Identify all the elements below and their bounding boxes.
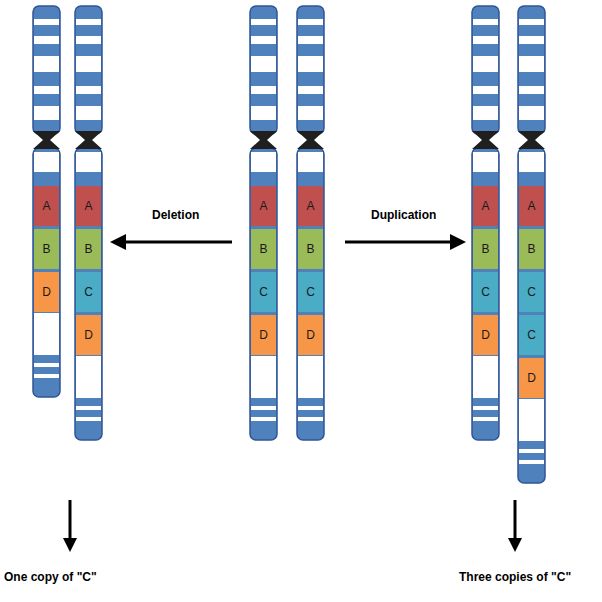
- gene-segment: A: [251, 186, 276, 226]
- gene-letter: C: [84, 286, 93, 298]
- gene-segment: D: [251, 315, 276, 355]
- gene-letter: D: [306, 329, 315, 341]
- gene-segment: C: [76, 272, 101, 312]
- gene-letter: D: [481, 329, 490, 341]
- gene-letter: C: [306, 286, 315, 298]
- gene-letter: B: [84, 243, 92, 255]
- gene-letter: C: [527, 329, 536, 341]
- gene-segment: D: [34, 272, 59, 312]
- gene-segment: B: [34, 229, 59, 269]
- process-label: Deletion: [152, 208, 199, 222]
- result-label: Three copies of "C": [459, 570, 571, 584]
- result-label: One copy of "C": [4, 570, 97, 584]
- gene-segment: C: [298, 272, 323, 312]
- process-label: Duplication: [371, 208, 436, 222]
- gene-letter: C: [259, 286, 268, 298]
- gene-segment: D: [473, 315, 498, 355]
- gene-segment: C: [473, 272, 498, 312]
- gene-letter: B: [481, 243, 489, 255]
- gene-segment: A: [473, 186, 498, 226]
- gene-letter: A: [481, 200, 489, 212]
- gene-segment: B: [298, 229, 323, 269]
- gene-letter: A: [259, 200, 267, 212]
- gene-letter: B: [259, 243, 267, 255]
- gene-letter: B: [527, 243, 535, 255]
- gene-letter: D: [42, 286, 51, 298]
- gene-segment: B: [251, 229, 276, 269]
- gene-letter: A: [84, 200, 92, 212]
- gene-segment: A: [519, 186, 544, 226]
- gene-segment: D: [76, 315, 101, 355]
- gene-letter: A: [42, 200, 50, 212]
- gene-segment: C: [251, 272, 276, 312]
- gene-letter: B: [42, 243, 50, 255]
- gene-letter: B: [306, 243, 314, 255]
- gene-segment: B: [76, 229, 101, 269]
- gene-segment: A: [76, 186, 101, 226]
- gene-segment: B: [473, 229, 498, 269]
- gene-segment: C: [519, 315, 544, 355]
- gene-segment: D: [298, 315, 323, 355]
- gene-segment: B: [519, 229, 544, 269]
- gene-letter: A: [306, 200, 314, 212]
- gene-segment: D: [519, 358, 544, 398]
- gene-letter: C: [527, 286, 536, 298]
- gene-segment: C: [519, 272, 544, 312]
- gene-letter: D: [527, 372, 536, 384]
- gene-segment: A: [34, 186, 59, 226]
- gene-letter: C: [481, 286, 490, 298]
- gene-letter: D: [84, 329, 93, 341]
- gene-segment: A: [298, 186, 323, 226]
- gene-letter: D: [259, 329, 268, 341]
- gene-letter: A: [527, 200, 535, 212]
